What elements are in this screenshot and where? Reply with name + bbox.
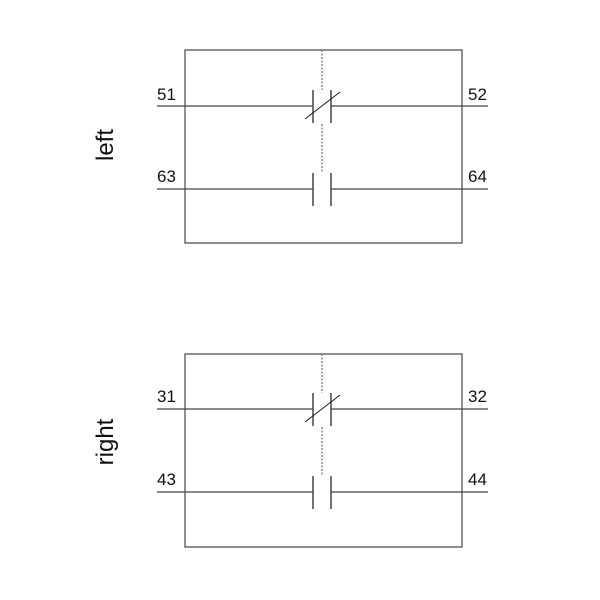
terminal-label: 43 bbox=[157, 470, 176, 489]
side-label: right bbox=[92, 418, 119, 465]
side-label: left bbox=[92, 129, 119, 161]
block-housing bbox=[184, 49, 463, 244]
contact-block-left: 51 52 63 64 left bbox=[92, 49, 488, 244]
contact-block-right: 31 32 43 44 right bbox=[92, 353, 488, 548]
no-contact bbox=[157, 173, 488, 206]
nc-contact bbox=[157, 393, 488, 426]
nc-slash bbox=[304, 394, 341, 423]
nc-contact bbox=[157, 90, 488, 123]
terminal-label: 52 bbox=[468, 85, 487, 104]
nc-slash bbox=[304, 91, 341, 120]
no-contact bbox=[157, 476, 488, 509]
terminal-label: 32 bbox=[468, 387, 487, 406]
terminal-label: 31 bbox=[157, 387, 176, 406]
block-housing bbox=[184, 353, 463, 548]
terminal-label: 64 bbox=[468, 167, 487, 186]
terminal-label: 44 bbox=[468, 470, 487, 489]
terminal-label: 51 bbox=[157, 85, 176, 104]
terminal-label: 63 bbox=[157, 167, 176, 186]
